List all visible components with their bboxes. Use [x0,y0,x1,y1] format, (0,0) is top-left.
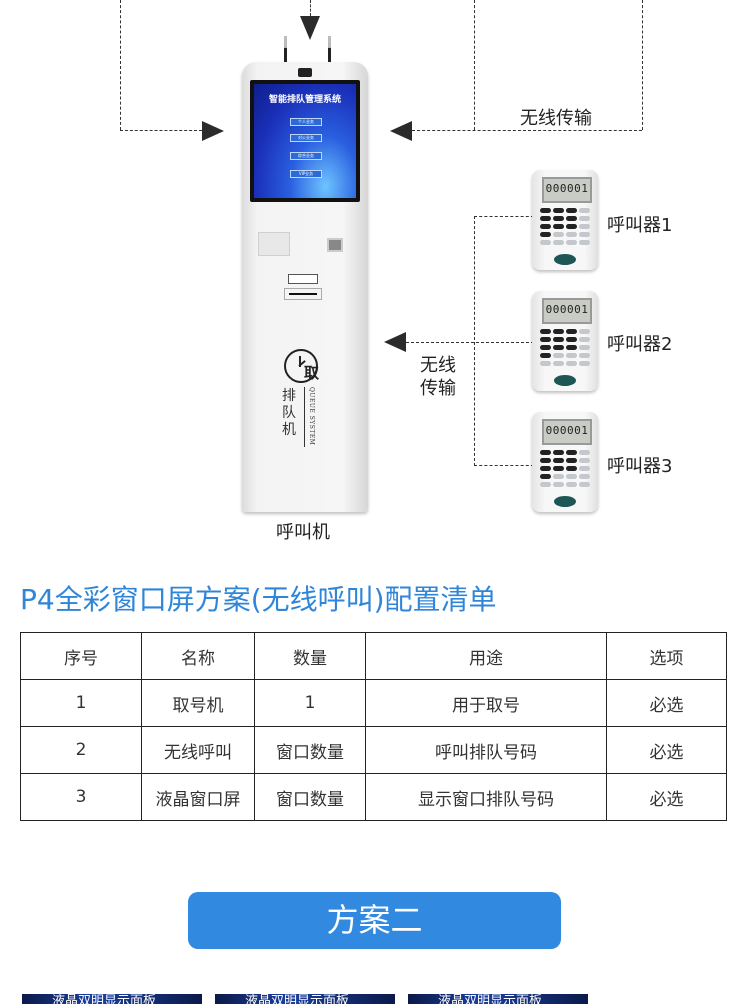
cell-purpose: 显示窗口排队号码 [365,773,607,821]
cell-quantity: 1 [254,679,366,727]
cell-option: 必选 [606,726,727,774]
pager-keypad [540,208,590,245]
logo-divider [304,387,305,447]
pager-call-button [554,375,576,386]
header-index: 序号 [20,632,142,680]
pager-display: 000001 [545,182,589,195]
thumbnail-text: 液晶双明显示面板 [245,994,350,1004]
kiosk-caption: 呼叫机 [276,522,330,543]
cell-option: 必选 [606,679,727,727]
cell-option: 必选 [606,773,727,821]
cell-name: 无线呼叫 [141,726,255,774]
pager-call-button [554,254,576,265]
camera-icon [298,68,312,77]
screen-button: 对公业务 [290,134,322,142]
cell-name: 液晶窗口屏 [141,773,255,821]
header-option: 选项 [606,632,727,680]
thumbnail-image: 液晶双明显示面板 [215,994,395,1004]
ticket-slot [284,288,322,300]
arrow-left-icon [384,332,406,352]
cell-quantity: 窗口数量 [254,773,366,821]
pager-label: 呼叫器1 [607,215,673,236]
arrow-left-icon [390,121,412,141]
table-row: 1 取号机 1 用于取号 必选 [20,679,727,727]
pager-device: 000001 [532,291,598,391]
pager-keypad [540,450,590,487]
screen-title: 智能排队管理系统 [268,95,341,105]
kiosk-screen: 智能排队管理系统 个人业务 对公业务 综合业务 VIP业务 [250,80,360,202]
mid-wireless-label-2: 传输 [420,378,456,399]
screen-button: 综合业务 [290,152,322,160]
pager-keypad [540,329,590,366]
logo-char: 取 [304,364,320,382]
queue-kiosk: 智能排队管理系统 个人业务 对公业务 综合业务 VIP业务 取 排队机 QUEU… [242,36,368,512]
table-row: 2 无线呼叫 窗口数量 呼叫排队号码 必选 [20,726,727,774]
thumbnail-text: 液晶双明显示面板 [52,994,157,1004]
header-quantity: 数量 [254,632,366,680]
mid-wireless-label-1: 无线 [420,355,456,376]
cell-quantity: 窗口数量 [254,726,366,774]
cell-index: 2 [20,726,142,774]
cell-purpose: 呼叫排队号码 [365,726,607,774]
antenna-icon [284,36,287,62]
clock-logo-icon [284,349,318,383]
arrow-down-icon [300,16,320,40]
cell-name: 取号机 [141,679,255,727]
scanner-icon [327,238,343,252]
header-purpose: 用途 [365,632,607,680]
screen-button: VIP业务 [290,170,322,178]
thumbnail-image: 液晶双明显示面板 [22,994,202,1004]
scheme-two-button[interactable]: 方案二 [188,892,561,949]
printer-label [288,274,318,284]
pager-device: 000001 [532,412,598,512]
config-table: 序号 名称 数量 用途 选项 1 取号机 1 用于取号 必选 2 无线呼叫 窗口… [20,632,727,821]
cell-index: 3 [20,773,142,821]
cell-purpose: 用于取号 [365,679,607,727]
pager-label: 呼叫器2 [607,334,673,355]
thumbnail-text: 液晶双明显示面板 [438,994,543,1004]
arrow-right-icon [202,121,224,141]
pager-label: 呼叫器3 [607,456,673,477]
header-name: 名称 [141,632,255,680]
table-row: 3 液晶窗口屏 窗口数量 显示窗口排队号码 必选 [20,773,727,821]
pager-display: 000001 [545,424,589,437]
nfc-reader-icon [258,232,290,256]
screen-button: 个人业务 [290,118,322,126]
antenna-icon [328,36,331,62]
pager-display: 000001 [545,303,589,316]
table-header-row: 序号 名称 数量 用途 选项 [20,632,727,680]
pager-call-button [554,496,576,507]
config-title: P4全彩窗口屏方案(无线呼叫)配置清单 [20,583,497,616]
logo-english: QUEUE SYSTEM [308,387,315,446]
logo-vertical-text: 排队机 [282,388,296,438]
pager-device: 000001 [532,170,598,270]
cell-index: 1 [20,679,142,727]
thumbnail-image: 液晶双明显示面板 [408,994,588,1004]
top-wireless-label: 无线传输 [520,108,592,129]
